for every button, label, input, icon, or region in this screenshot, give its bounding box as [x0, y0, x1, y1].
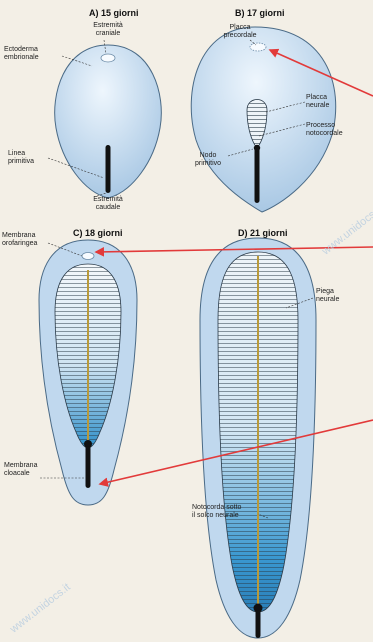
label-notochord: Notocorda sotto il solco neurale	[192, 504, 268, 520]
oropharyngeal-membrane-c	[82, 253, 94, 260]
label-cranial: Estremità craniale	[82, 22, 134, 38]
panel-a-title: A) 15 giorni	[89, 8, 139, 18]
oropharyngeal-spot-a	[101, 54, 115, 62]
panel-c	[39, 240, 137, 505]
panel-c-title: C) 18 giorni	[73, 228, 123, 238]
label-primitive-node: Nodo primitivo	[186, 152, 230, 168]
label-precordal-plate: Placca precordale	[210, 24, 270, 40]
panel-b-title: B) 17 giorni	[235, 8, 285, 18]
primitive-node-b	[254, 145, 260, 151]
panel-a	[55, 45, 162, 198]
label-neural-fold: Piega neurale	[316, 288, 370, 304]
label-ectoderm: Ectoderma embrionale	[4, 46, 64, 62]
label-notochordal-process: Processo notocordale	[306, 122, 370, 138]
primitive-streak-c	[86, 446, 91, 488]
label-primitive-streak: Linea primitiva	[8, 150, 52, 166]
primitive-streak-d	[256, 610, 261, 638]
primitive-streak-b	[255, 145, 260, 203]
precordal-plate-b	[250, 43, 266, 51]
label-neural-plate: Placca neurale	[306, 94, 370, 110]
primitive-streak-a	[106, 145, 111, 193]
label-caudal: Estremità caudale	[78, 196, 138, 212]
panel-b	[191, 27, 335, 212]
panel-d-title: D) 21 giorni	[238, 228, 288, 238]
label-oropharyngeal-membrane: Membrana orofaringea	[2, 232, 56, 248]
label-cloacal-membrane: Membrana cloacale	[4, 462, 52, 478]
